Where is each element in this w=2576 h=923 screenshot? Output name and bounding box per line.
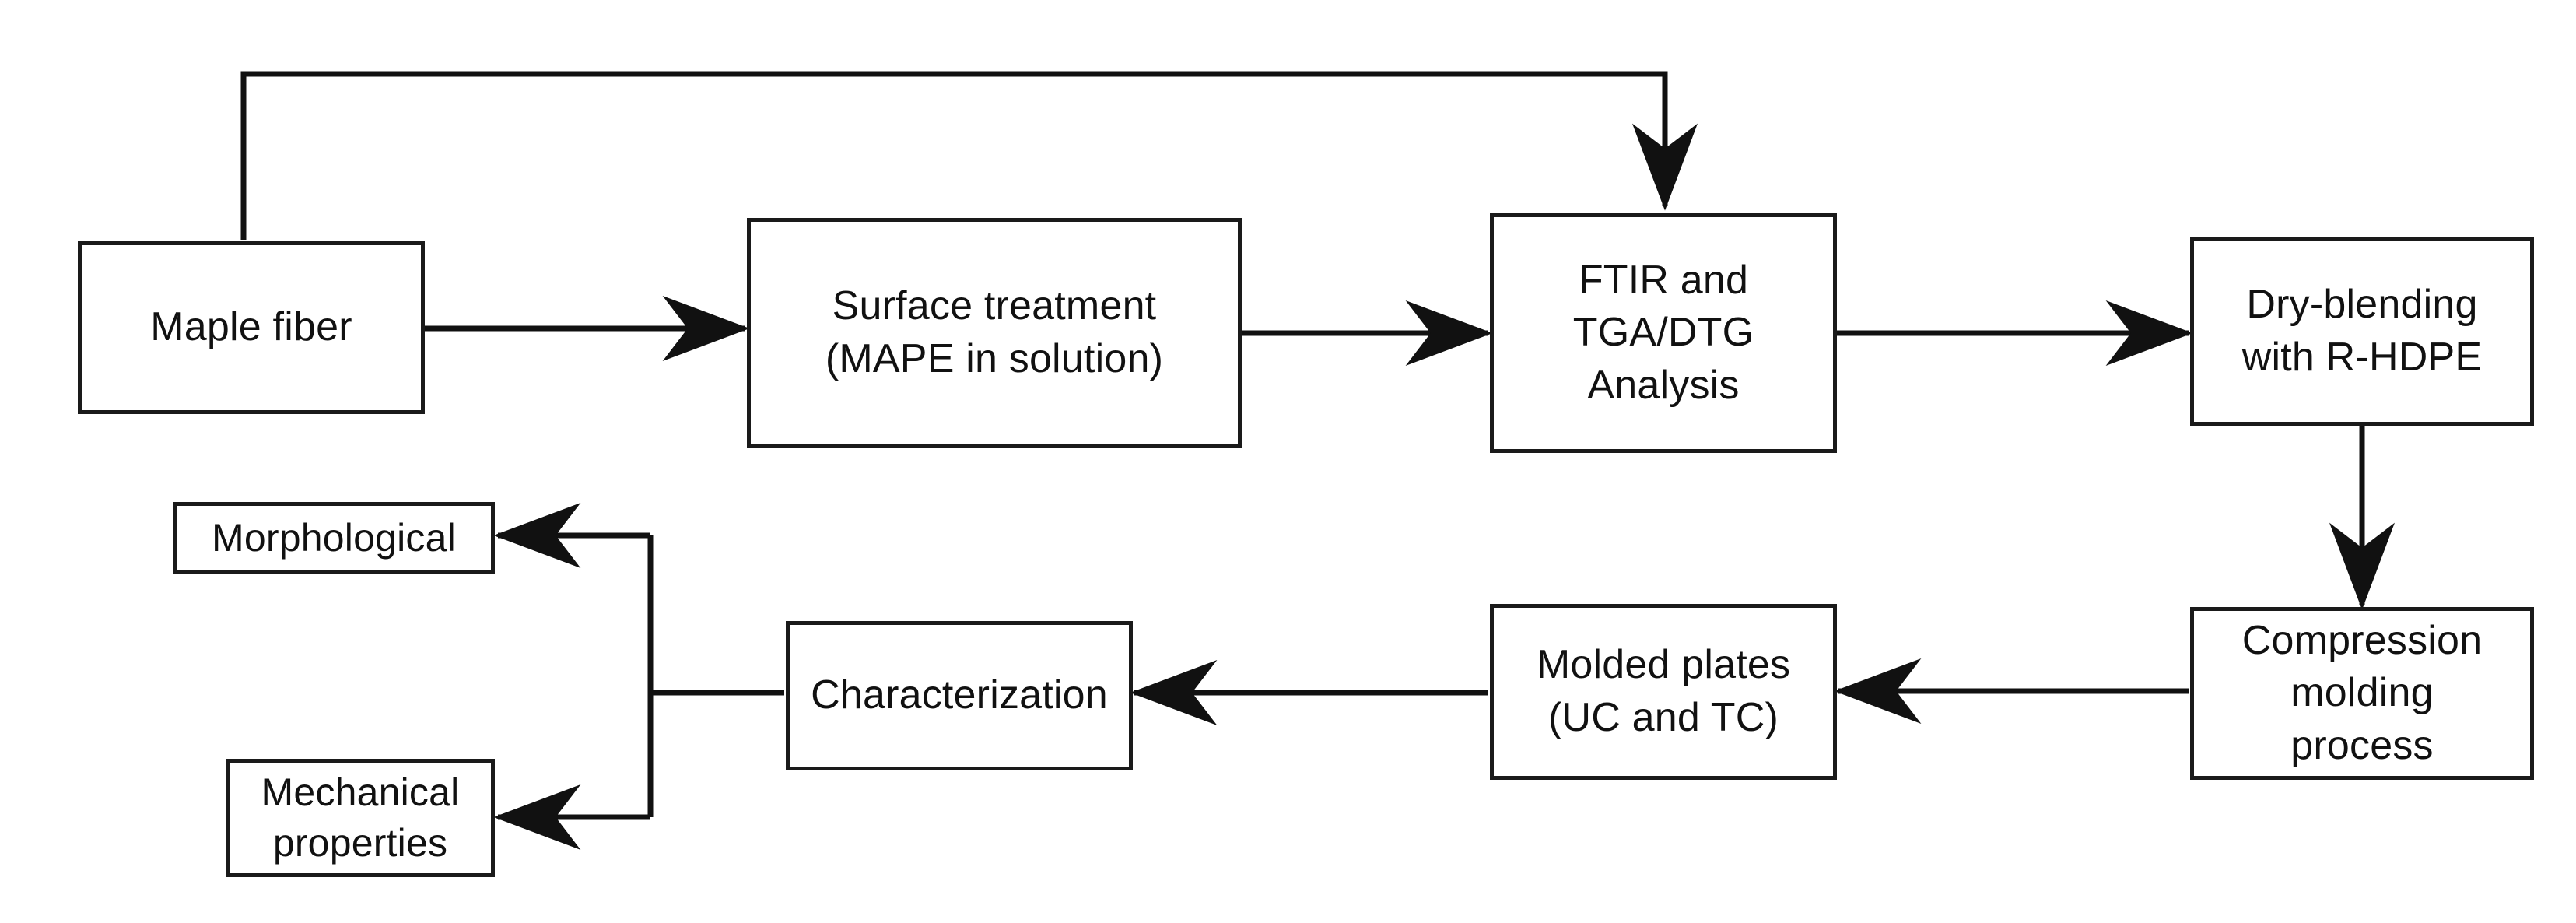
node-ftir-tga-analysis[interactable]: FTIR and TGA/DTG Analysis (1490, 213, 1837, 453)
node-mechanical-properties[interactable]: Mechanical properties (226, 759, 495, 877)
node-label: Characterization (811, 672, 1108, 718)
node-label: Dry-blending with R-HDPE (2241, 282, 2483, 380)
node-label: Compression molding process (2241, 617, 2483, 768)
node-label: Maple fiber (150, 304, 352, 350)
edge-feedback-maple-to-ftir (240, 71, 1698, 240)
node-characterization[interactable]: Characterization (786, 621, 1133, 770)
node-morphological[interactable]: Morphological (173, 502, 495, 574)
node-label: FTIR and TGA/DTG Analysis (1572, 257, 1754, 408)
node-compression-molding[interactable]: Compression molding process (2190, 607, 2534, 780)
node-dry-blending[interactable]: Dry-blending with R-HDPE (2190, 237, 2534, 426)
node-label: Molded plates (UC and TC) (1536, 642, 1791, 740)
node-maple-fiber[interactable]: Maple fiber (78, 241, 425, 414)
node-molded-plates[interactable]: Molded plates (UC and TC) (1490, 604, 1837, 780)
node-label: Morphological (212, 515, 456, 560)
node-label: Surface treatment (MAPE in solution) (825, 283, 1164, 381)
node-label: Mechanical properties (261, 770, 460, 865)
node-surface-treatment[interactable]: Surface treatment (MAPE in solution) (747, 218, 1242, 448)
